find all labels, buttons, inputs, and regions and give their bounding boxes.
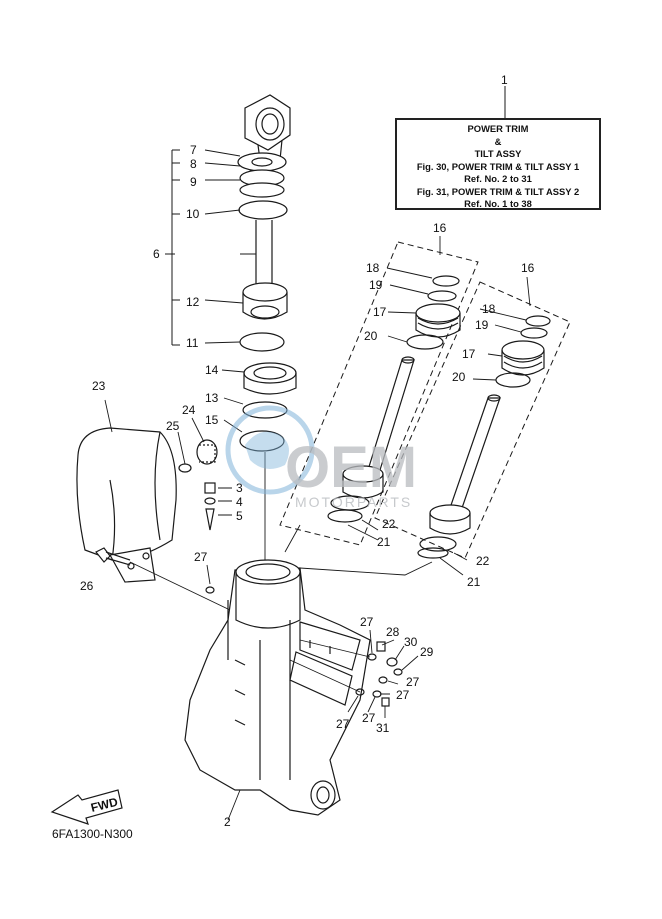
tilt-rod-assembly — [237, 94, 297, 560]
callout-22-left: 22 — [382, 517, 396, 531]
callout-29: 29 — [420, 645, 434, 659]
callout-18-right: 18 — [482, 302, 496, 316]
cylinder-left — [327, 275, 461, 523]
callout-20-left: 20 — [364, 329, 378, 343]
callout-17-right: 17 — [462, 347, 476, 361]
diagram-code: 6FA1300-N300 — [52, 827, 133, 841]
callout-25: 25 — [166, 419, 180, 433]
callout-24: 24 — [182, 403, 196, 417]
info-ref-4: Ref. No. 1 to 38 — [464, 198, 532, 209]
callout-27-c: 27 — [406, 675, 420, 689]
info-ref-1: Fig. 30, POWER TRIM & TILT ASSY 1 — [416, 160, 580, 172]
callout-10: 10 — [186, 207, 200, 221]
callout-15: 15 — [205, 413, 219, 427]
callout-8: 8 — [190, 157, 197, 171]
callout-12: 12 — [186, 295, 200, 309]
callout-18-left: 18 — [366, 261, 380, 275]
info-ref-2: Ref. No. 2 to 31 — [464, 173, 532, 184]
callout-2: 2 — [224, 815, 231, 829]
callout-17-left: 17 — [373, 305, 387, 319]
callout-19-left: 19 — [369, 278, 383, 292]
callout-9: 9 — [190, 175, 197, 189]
callout-31: 31 — [376, 721, 390, 735]
callout-5: 5 — [236, 509, 243, 523]
callout-13: 13 — [205, 391, 219, 405]
callout-27-a: 27 — [194, 550, 208, 564]
fwd-arrow-icon: FWD — [50, 789, 123, 825]
callout-27-b: 27 — [360, 615, 374, 629]
callout-23: 23 — [92, 379, 106, 393]
callout-11: 11 — [186, 336, 199, 350]
fwd-label: FWD — [89, 795, 119, 815]
callout-26: 26 — [80, 579, 94, 593]
callout-30: 30 — [404, 635, 418, 649]
main-housing — [184, 559, 371, 816]
callout-6: 6 — [153, 247, 160, 261]
callout-7: 7 — [190, 143, 197, 157]
assembly-info-box: POWER TRIM & TILT ASSY Fig. 30, POWER TR… — [395, 118, 601, 210]
info-ref-3: Fig. 31, POWER TRIM & TILT ASSY 2 — [416, 185, 580, 197]
callout-27-f: 27 — [362, 711, 376, 725]
callout-3: 3 — [236, 481, 243, 495]
callout-21-left: 21 — [377, 535, 391, 549]
callout-16-right: 16 — [521, 261, 535, 275]
callout-22-right: 22 — [476, 554, 490, 568]
callout-21-right: 21 — [467, 575, 481, 589]
callout-28: 28 — [386, 625, 400, 639]
info-title-2: & — [494, 135, 502, 147]
callout-16-left: 16 — [433, 221, 447, 235]
info-title-1: POWER TRIM — [467, 123, 529, 134]
callout-27-d: 27 — [396, 688, 410, 702]
callout-4: 4 — [236, 495, 243, 509]
callout-20-right: 20 — [452, 370, 466, 384]
callout-27-e: 27 — [336, 717, 350, 731]
callout-14: 14 — [205, 363, 219, 377]
info-title-3: TILT ASSY — [474, 148, 522, 159]
callout-1: 1 — [501, 73, 508, 87]
callout-19-right: 19 — [475, 318, 489, 332]
cylinder-right — [417, 315, 551, 559]
